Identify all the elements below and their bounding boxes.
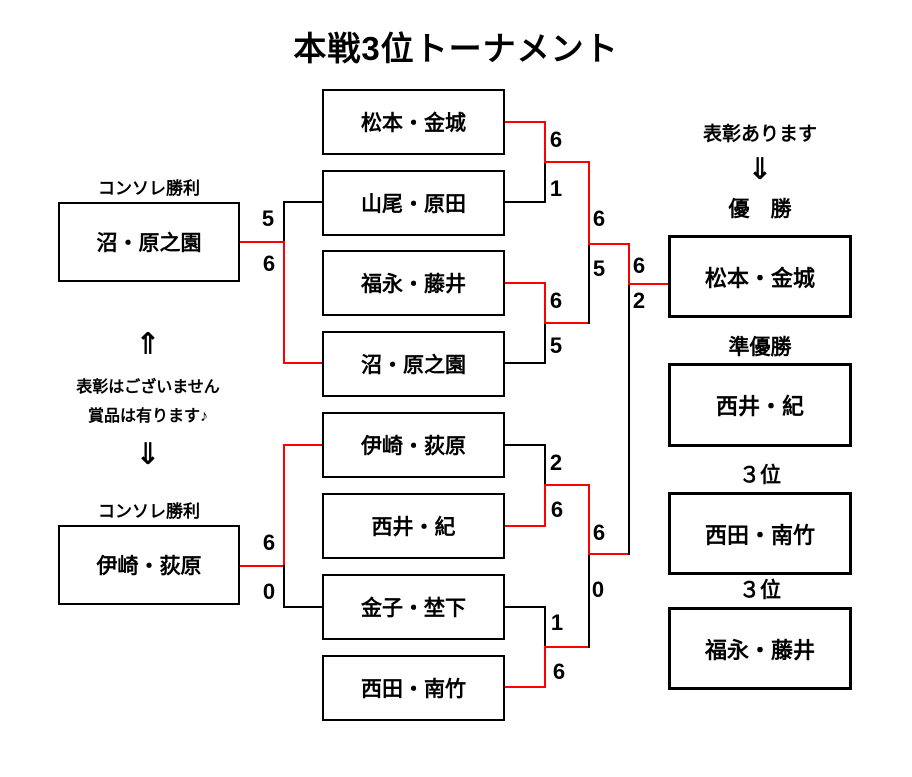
down-double-arrow-icon: ⇓ bbox=[135, 438, 161, 471]
team-name: 伊崎・荻原 bbox=[96, 555, 202, 578]
winner-path-line bbox=[240, 565, 283, 567]
team-name: 西田・南竹 bbox=[361, 678, 466, 701]
score-semifinal2-top: 6 bbox=[592, 520, 606, 545]
winner-path-line bbox=[628, 283, 668, 285]
team-name: 沼・原之園 bbox=[96, 232, 202, 255]
winner-path-line bbox=[283, 444, 322, 446]
team-name: 西井・紀 bbox=[715, 394, 804, 419]
score-match1-top: 6 bbox=[549, 127, 563, 152]
champion-box: 松本・金城 bbox=[668, 235, 852, 318]
winner-path-line bbox=[283, 362, 322, 364]
bracket-line bbox=[505, 362, 546, 364]
score-consolation2-bottom: 0 bbox=[262, 579, 276, 604]
score-match4-top: 1 bbox=[550, 610, 564, 635]
score-match3-bottom: 6 bbox=[550, 497, 564, 522]
champion-label: 優 勝 bbox=[728, 198, 792, 221]
up-double-arrow-icon: ⇑ bbox=[135, 328, 161, 361]
consolation-bottom-winner-box: 伊崎・荻原 bbox=[58, 525, 240, 605]
score-consolation1-top: 5 bbox=[261, 206, 275, 231]
score-semifinal1-top: 6 bbox=[592, 206, 606, 231]
bracket-line bbox=[505, 444, 546, 446]
team-box-kaneko-nonoshita: 金子・埜下 bbox=[322, 574, 505, 640]
bracket-line bbox=[544, 322, 546, 364]
third-place-label-1: ３位 bbox=[739, 464, 781, 487]
score-consolation1-bottom: 6 bbox=[262, 251, 276, 276]
bracket-line bbox=[283, 201, 285, 243]
winner-path-line bbox=[505, 121, 546, 123]
winner-path-line bbox=[283, 241, 285, 364]
score-semifinal1-bottom: 5 bbox=[592, 256, 606, 281]
bracket-line bbox=[544, 606, 546, 648]
winner-path-line bbox=[628, 243, 630, 285]
winner-path-line bbox=[588, 553, 630, 555]
consolation-top-winner-box: 沼・原之園 bbox=[58, 202, 240, 282]
down-double-arrow-icon: ⇓ bbox=[747, 153, 773, 186]
score-match1-bottom: 1 bbox=[549, 176, 563, 201]
third-place-box-2: 福永・藤井 bbox=[668, 607, 852, 690]
team-name: 山尾・原田 bbox=[361, 193, 466, 216]
winner-path-line bbox=[544, 646, 590, 648]
bracket-line bbox=[588, 243, 590, 324]
winner-path-line bbox=[505, 282, 546, 284]
winner-path-line bbox=[240, 241, 283, 243]
team-name: 松本・金城 bbox=[361, 112, 466, 135]
winner-path-line bbox=[544, 484, 590, 486]
score-match4-bottom: 6 bbox=[552, 659, 566, 684]
team-box-matsumoto-kinjo: 松本・金城 bbox=[322, 89, 505, 155]
team-box-yamao-harada: 山尾・原田 bbox=[322, 170, 505, 236]
team-name: 金子・埜下 bbox=[361, 597, 466, 620]
winner-path-line bbox=[588, 161, 590, 245]
score-final-bottom: 2 bbox=[632, 288, 646, 313]
team-name: 西井・紀 bbox=[371, 516, 456, 539]
results-header: 表彰あります bbox=[702, 124, 817, 145]
third-place-label-2: ３位 bbox=[739, 579, 781, 602]
bracket-line bbox=[283, 606, 322, 608]
score-consolation2-top: 6 bbox=[262, 530, 276, 555]
bracket-line bbox=[544, 161, 546, 203]
score-semifinal2-bottom: 0 bbox=[591, 577, 605, 602]
winner-path-line bbox=[505, 525, 546, 527]
bracket-line bbox=[505, 201, 546, 203]
page-title: 本戦3位トーナメント bbox=[293, 30, 619, 67]
team-box-izaki-ogiwara: 伊崎・荻原 bbox=[322, 412, 505, 478]
team-name: 西田・南竹 bbox=[704, 522, 815, 548]
team-name: 福永・藤井 bbox=[361, 273, 466, 296]
bracket-line bbox=[505, 606, 546, 608]
bracket-line bbox=[283, 201, 322, 203]
team-box-fukunaga-fujii: 福永・藤井 bbox=[322, 250, 505, 316]
consolation-note-line1: 表彰はございません bbox=[76, 379, 220, 396]
winner-path-line bbox=[588, 243, 630, 245]
winner-path-line bbox=[544, 484, 546, 527]
team-name: 沼・原之園 bbox=[361, 354, 466, 377]
score-match3-top: 2 bbox=[549, 450, 563, 475]
winner-path-line bbox=[588, 484, 590, 555]
score-match2-bottom: 5 bbox=[549, 333, 563, 358]
winner-path-line bbox=[544, 282, 546, 324]
third-place-box-1: 西田・南竹 bbox=[668, 492, 852, 575]
winner-path-line bbox=[544, 121, 546, 163]
team-box-numa-haranosono: 沼・原之園 bbox=[322, 331, 505, 397]
consolation-bottom-label: コンソレ勝利 bbox=[98, 502, 200, 521]
bracket-line bbox=[544, 444, 546, 486]
consolation-note-line2: 賞品は有ります♪ bbox=[87, 408, 208, 425]
runner-up-box: 西井・紀 bbox=[668, 363, 852, 447]
winner-path-line bbox=[544, 161, 590, 163]
team-name: 伊崎・荻原 bbox=[361, 435, 466, 458]
team-name: 松本・金城 bbox=[704, 265, 815, 291]
score-final-top: 6 bbox=[632, 253, 646, 278]
consolation-top-label: コンソレ勝利 bbox=[98, 179, 200, 198]
team-box-nishii-kino: 西井・紀 bbox=[322, 493, 505, 559]
runner-up-label: 準優勝 bbox=[728, 336, 792, 359]
winner-path-line bbox=[544, 322, 590, 324]
winner-path-line bbox=[544, 646, 546, 688]
winner-path-line bbox=[505, 686, 546, 688]
team-name: 福永・藤井 bbox=[704, 637, 815, 663]
winner-path-line bbox=[283, 444, 285, 567]
bracket-line bbox=[628, 283, 630, 555]
score-match2-top: 6 bbox=[549, 288, 563, 313]
bracket-line bbox=[283, 565, 285, 608]
team-box-nishida-minamitake: 西田・南竹 bbox=[322, 655, 505, 721]
bracket-line bbox=[588, 553, 590, 648]
